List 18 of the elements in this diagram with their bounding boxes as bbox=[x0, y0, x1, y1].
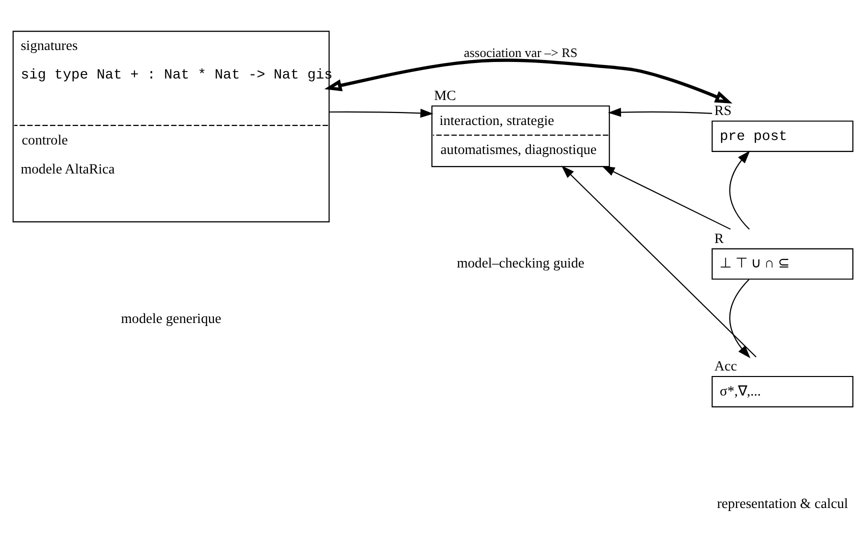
arrow bbox=[729, 279, 750, 358]
arrow bbox=[561, 166, 756, 358]
node-label: RS bbox=[714, 103, 732, 120]
node-label: R bbox=[714, 230, 724, 247]
arrow bbox=[602, 166, 731, 230]
node-box: pre post bbox=[712, 120, 854, 152]
label: modele generique bbox=[121, 310, 222, 327]
arrow bbox=[729, 150, 750, 230]
label: model–checking guide bbox=[456, 256, 584, 272]
label: representation & calcul bbox=[716, 496, 848, 512]
node-label: Acc bbox=[714, 358, 737, 374]
node-box: ⊥ ⊤ ∪ ∩ ⊆ bbox=[712, 248, 854, 280]
edge-label: association var –> RS bbox=[464, 44, 578, 60]
arrow bbox=[329, 108, 434, 118]
node-box: σ*,∇,... bbox=[712, 376, 854, 408]
node-label: MC bbox=[434, 88, 456, 104]
arrow bbox=[608, 108, 712, 117]
arrow bbox=[324, 58, 732, 104]
